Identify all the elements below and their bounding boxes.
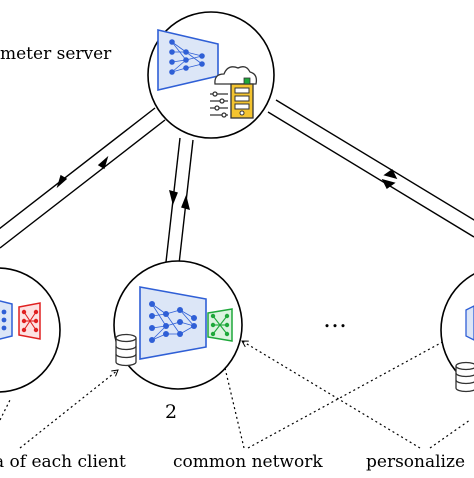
client-node-middle xyxy=(113,260,243,390)
client-node-left xyxy=(0,267,61,393)
neural-network-icon xyxy=(157,28,219,92)
database-icon xyxy=(115,333,137,367)
neural-network-icon xyxy=(0,300,13,340)
data-label: a of each client xyxy=(0,452,126,472)
link-arrow xyxy=(56,174,68,189)
neural-network-icon xyxy=(465,305,474,341)
settings-sliders-icon xyxy=(210,91,228,118)
server-rack-icon xyxy=(230,77,254,119)
server-node xyxy=(147,11,275,139)
link-arrow xyxy=(381,178,396,190)
more-clients-ellipsis: … xyxy=(323,305,349,333)
personalized-label: personalize xyxy=(366,452,466,472)
link-arrow xyxy=(97,155,109,170)
client-node-right xyxy=(440,273,474,393)
link-server-right-client xyxy=(267,99,474,238)
link-server-middle-client xyxy=(165,137,194,265)
client-number-label: 2 xyxy=(165,401,178,423)
link-arrow xyxy=(169,189,178,206)
common-network-label: common network xyxy=(173,452,323,472)
neural-network-icon xyxy=(139,286,207,360)
link-server-left-client xyxy=(0,107,166,249)
personal-network-icon xyxy=(207,308,233,342)
link-arrow xyxy=(383,168,398,180)
server-label: meter server xyxy=(0,44,112,64)
database-icon xyxy=(455,361,474,393)
link-arrow xyxy=(181,194,190,211)
personal-network-icon xyxy=(18,302,41,340)
